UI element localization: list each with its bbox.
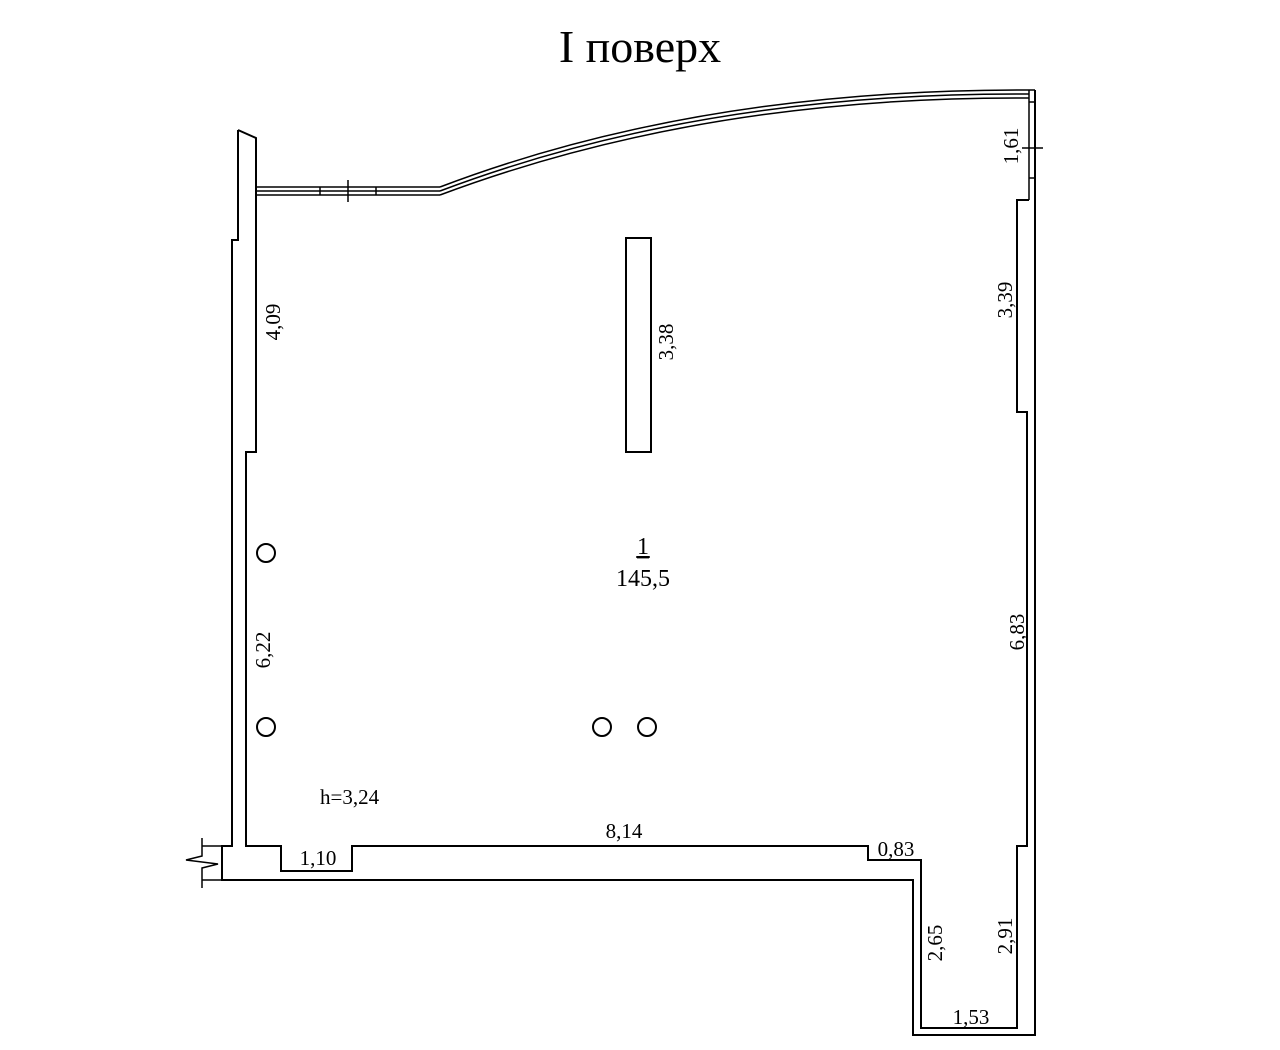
dim-left-upper: 4,09 — [261, 304, 285, 341]
round-column — [592, 717, 612, 737]
round-column — [256, 543, 276, 563]
window-right — [1022, 90, 1043, 200]
dim-bottom-step-left: 1,10 — [300, 846, 337, 870]
wall-break-symbol — [185, 838, 219, 888]
window-curved — [439, 89, 1036, 196]
dim-right-upper: 3,39 — [993, 282, 1017, 319]
dim-pillar: 3,38 — [654, 324, 678, 361]
dim-annex-left: 2,65 — [923, 925, 947, 962]
dim-bottom-main: 8,14 — [606, 819, 643, 843]
inner-wall — [221, 90, 1036, 1036]
ceiling-height: h=3,24 — [320, 785, 380, 809]
round-column — [637, 717, 657, 737]
dim-annex-right: 2,91 — [993, 918, 1017, 955]
room-area: 145,5 — [616, 566, 670, 592]
dim-left-lower: 6,22 — [251, 632, 275, 669]
dim-annex-bottom: 1,53 — [953, 1005, 990, 1029]
round-column — [256, 717, 276, 737]
dim-bottom-step-right: 0,83 — [878, 837, 915, 861]
outer-wall — [237, 129, 1029, 1029]
window-straight — [256, 180, 440, 202]
pillar-partition — [625, 237, 652, 453]
floor-title: I поверх — [559, 21, 721, 72]
room-number: 1 — [637, 534, 649, 560]
dim-right-top: 1,61 — [999, 128, 1023, 165]
dim-right-middle: 6,83 — [1005, 614, 1029, 651]
